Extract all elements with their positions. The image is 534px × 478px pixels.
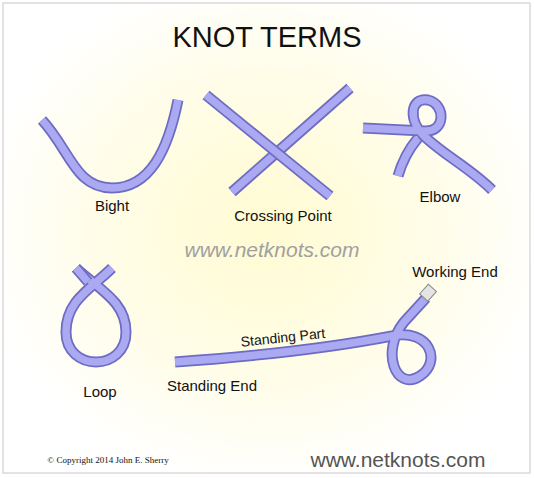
term-label: Crossing Point: [234, 208, 332, 225]
watermark: www.netknots.com: [310, 448, 485, 471]
frame: [3, 3, 530, 473]
title: KNOT TERMS: [172, 22, 361, 54]
term-label: Working End: [412, 264, 498, 281]
working-end-tip: [420, 284, 437, 301]
standing-rope: [175, 298, 431, 380]
watermark: www.netknots.com: [184, 238, 359, 261]
term-label: Loop: [83, 384, 116, 401]
copyright: © Copyright 2014 John E. Sherry: [47, 456, 168, 466]
term-label: Elbow: [420, 189, 461, 206]
crossing-rope: [206, 88, 350, 196]
loop-rope: [66, 268, 126, 362]
bight-rope: [42, 100, 178, 188]
elbow-rope: [363, 100, 492, 190]
term-label: Bight: [95, 198, 129, 215]
term-label: Standing End: [167, 378, 257, 395]
